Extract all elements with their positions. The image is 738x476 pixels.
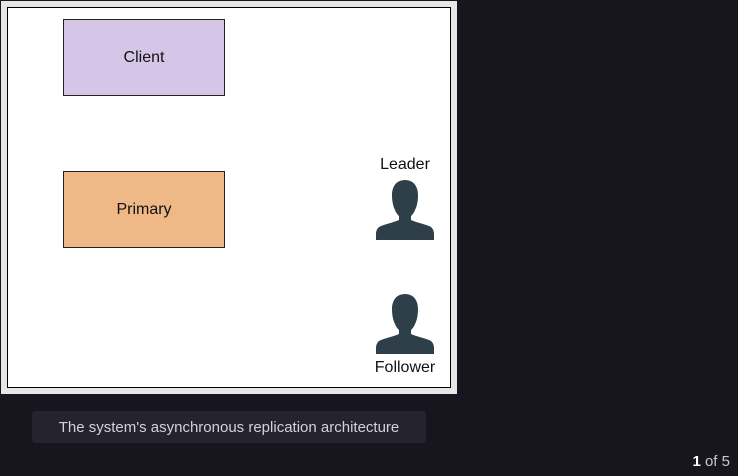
diagram-canvas: Client Primary Leader Follower [7, 7, 451, 388]
slide-frame: Client Primary Leader Follower [1, 1, 457, 394]
client-node-label: Client [123, 48, 165, 66]
primary-node: Primary [63, 171, 225, 248]
client-node: Client [63, 19, 225, 96]
slide-caption: The system's asynchronous replication ar… [32, 411, 426, 443]
person-icon [376, 294, 434, 354]
current-slide-number: 1 [692, 453, 701, 470]
total-slides-number: 5 [721, 453, 730, 470]
leader-actor [375, 178, 435, 242]
caption-text: The system's asynchronous replication ar… [58, 418, 400, 436]
person-icon [376, 180, 434, 240]
primary-node-label: Primary [116, 200, 172, 218]
slide-counter-separator: of [704, 453, 718, 470]
follower-label: Follower [374, 359, 436, 376]
follower-actor [375, 292, 435, 356]
slide-counter: 1 of 5 [692, 453, 730, 470]
leader-label: Leader [380, 156, 430, 173]
